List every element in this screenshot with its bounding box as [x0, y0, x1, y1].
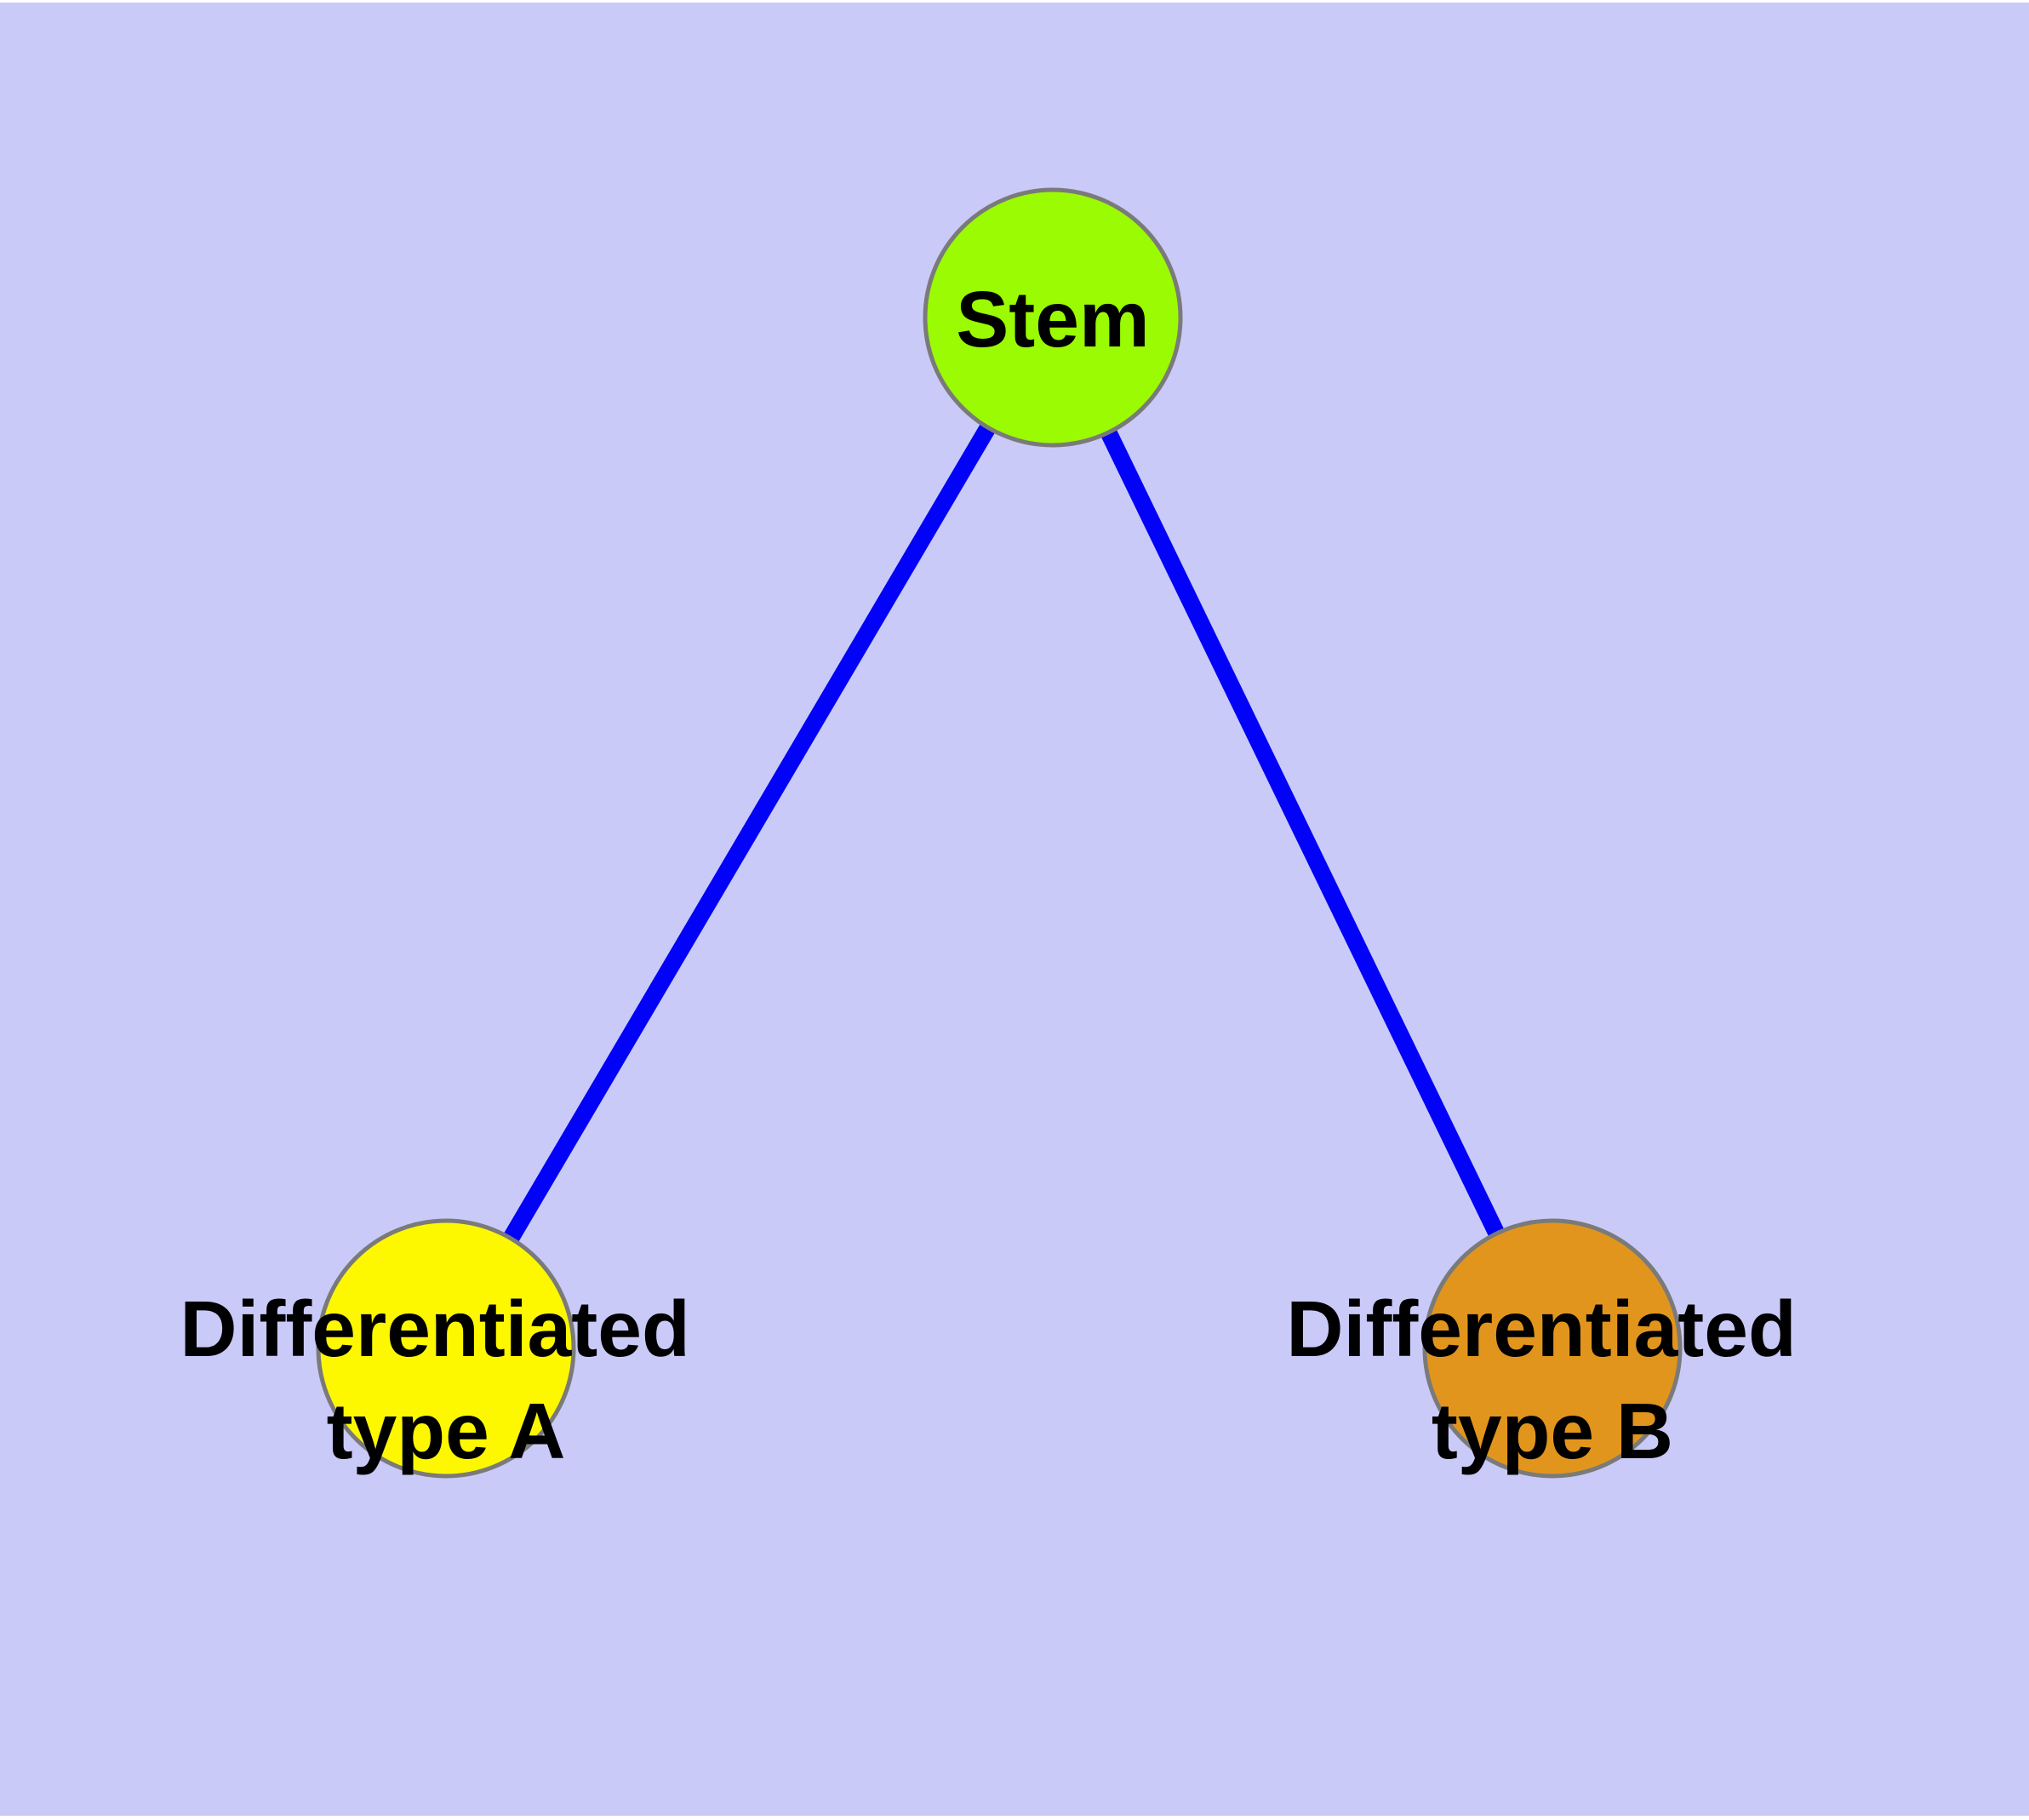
type-a-node [316, 1218, 576, 1479]
type-b-node-label: Differentiated type B [1286, 1285, 1818, 1475]
type-b-label-line2: type B [1432, 1387, 1673, 1475]
type-b-node [1422, 1218, 1683, 1479]
type-b-label-line1: Differentiated [1286, 1285, 1796, 1373]
type-a-node-label: Differentiated type A [180, 1285, 712, 1475]
edge-stem-to-type-b [1045, 313, 1560, 1353]
edge-stem-to-type-a [438, 312, 1060, 1354]
type-a-label-line1: Differentiated [180, 1285, 689, 1373]
stem-node [923, 187, 1183, 448]
stem-node-label: Stem [956, 275, 1149, 363]
type-a-label-line2: type A [327, 1387, 566, 1475]
